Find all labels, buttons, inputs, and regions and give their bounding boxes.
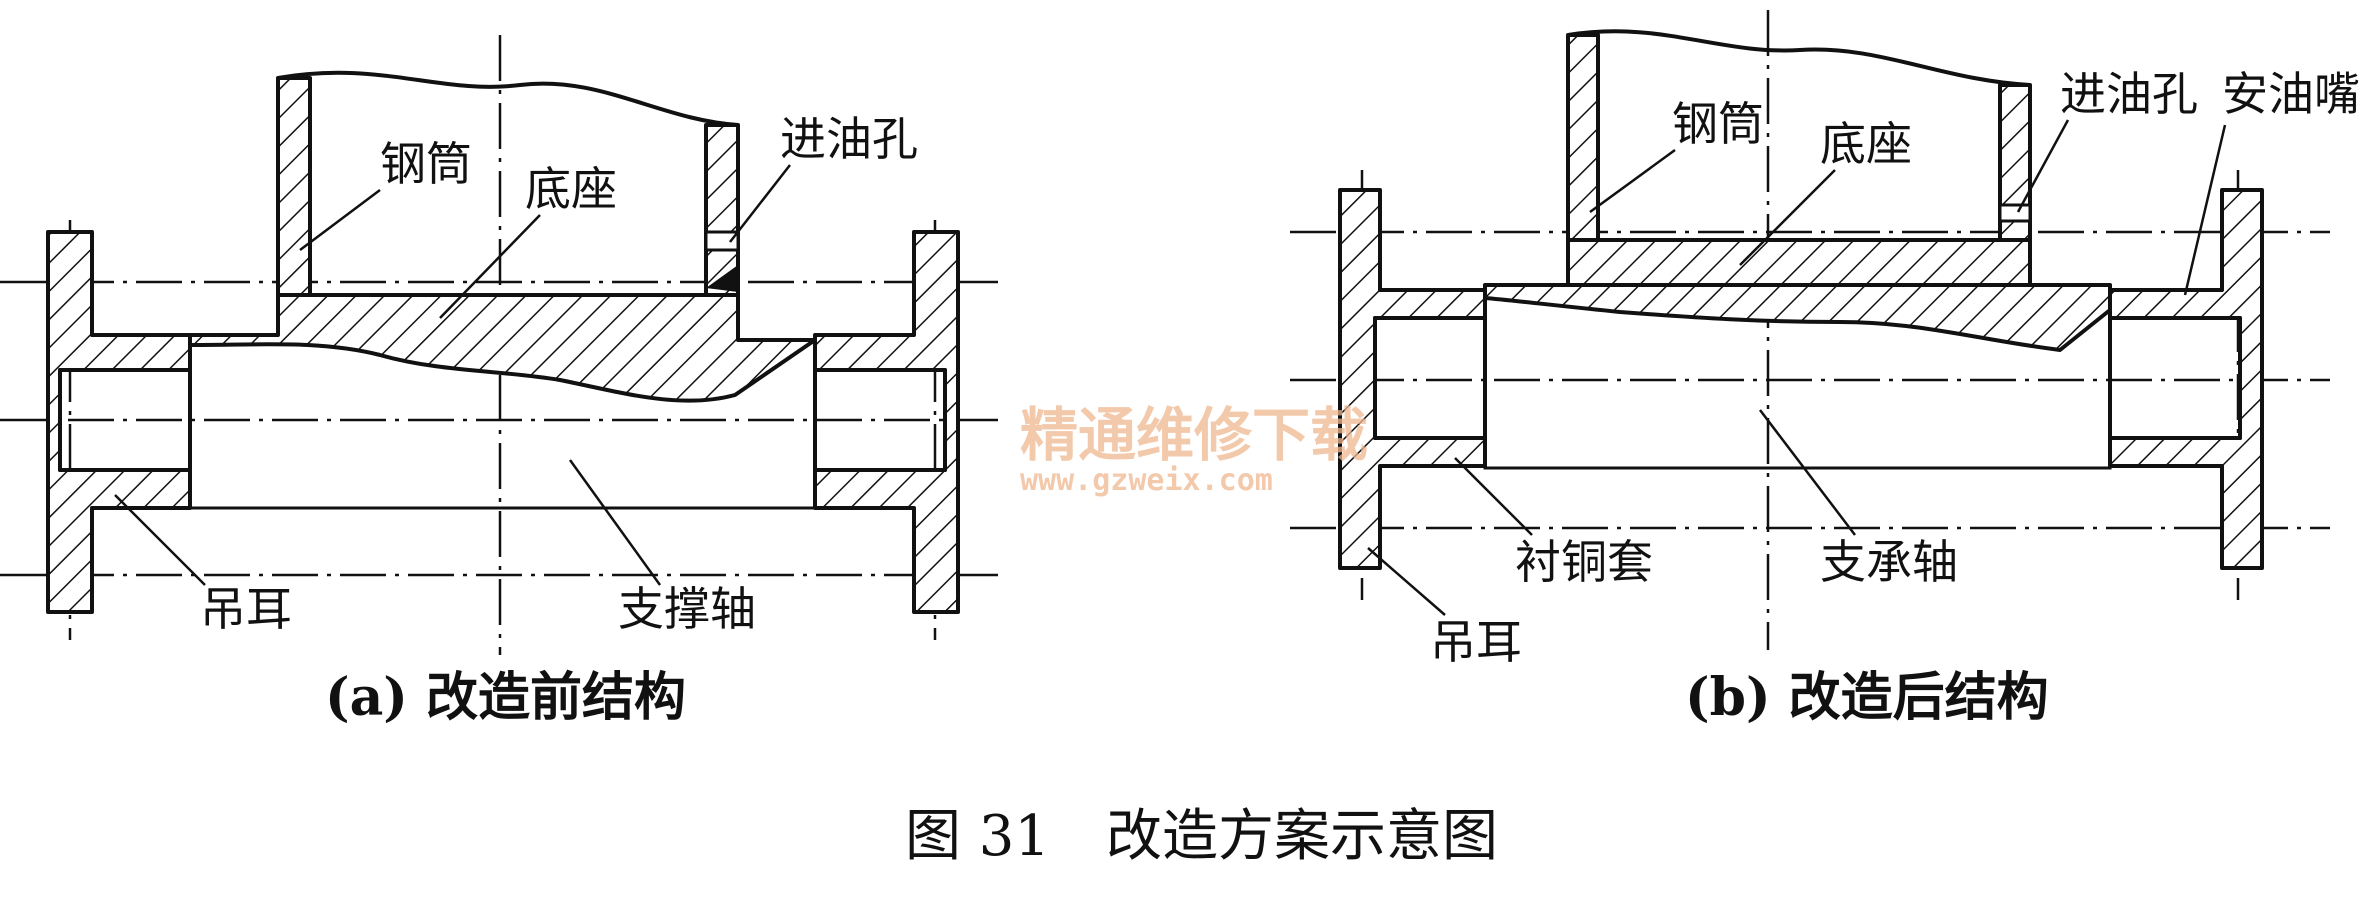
b-base-body (1483, 283, 2112, 352)
b-leader-support-shaft (1759, 409, 1856, 536)
a-label-steel-tube: 钢筒 (380, 137, 472, 191)
a-label-oil-hole: 进油孔 (780, 112, 918, 166)
a-caption: (a) 改造前结构 (325, 667, 686, 728)
b-leader-steel-tube (1589, 148, 1676, 214)
diagram-a: 钢筒 底座 进油孔 吊耳 支撑轴 (a) 改造前结构 (0, 35, 1005, 728)
b-right-lug-bore (2108, 316, 2242, 440)
b-label-support-shaft: 支承轴 (1820, 535, 1958, 589)
watermark-url: www.gzweix.com (1020, 463, 1273, 498)
figure-title: 图 31 改造方案示意图 (905, 804, 1498, 869)
a-right-lug-flange (813, 230, 960, 614)
b-caption: (b) 改造后结构 (1685, 667, 2049, 728)
b-label-lifting-lug: 吊耳 (1430, 615, 1522, 669)
a-base (188, 293, 817, 403)
diagram-b: 钢筒 底座 进油孔 安油嘴 衬铜套 支承轴 吊耳 (b) 改造后结构 (1290, 10, 2360, 728)
b-label-base: 底座 (1820, 117, 1912, 171)
b-label-copper-liner: 衬铜套 (1515, 535, 1653, 589)
b-leader-base (1739, 169, 1836, 266)
a-oil-hole-weld (706, 265, 738, 292)
b-oil-hole (1998, 203, 2032, 223)
b-leader-oil-hole (2016, 119, 2070, 213)
a-label-lifting-lug: 吊耳 (200, 582, 292, 636)
b-steel-tube-top-break (1567, 29, 2031, 87)
b-leader-copper-liner (1454, 457, 1533, 536)
a-steel-tube-top-break (277, 70, 739, 127)
b-label-oil-hole: 进油孔 (2060, 67, 2198, 121)
b-left-lug-bore (1373, 316, 1487, 440)
b-base-plate (1566, 238, 2032, 287)
a-label-base: 底座 (525, 162, 617, 216)
a-leader-steel-tube (299, 189, 381, 251)
a-left-lug-bore (58, 368, 192, 472)
b-label-steel-tube: 钢筒 (1672, 97, 1764, 151)
watermark-text: 精通维修下载 (1020, 401, 1368, 469)
a-leader-base (439, 214, 541, 319)
a-label-support-shaft: 支撑轴 (618, 582, 756, 636)
a-left-lug-flange (46, 230, 192, 614)
a-leader-oil-hole (729, 164, 791, 243)
b-label-oil-nozzle: 安油嘴 (2222, 67, 2360, 121)
b-leader-oil-nozzle (2183, 124, 2227, 296)
a-leader-support-shaft (568, 459, 662, 586)
a-right-lug-bore (813, 368, 947, 472)
b-leader-lifting-lug (1367, 547, 1446, 616)
a-oil-hole (704, 230, 740, 252)
a-leader-lifting-lug (114, 494, 206, 586)
a-steel-tube-left-wall (276, 76, 312, 297)
